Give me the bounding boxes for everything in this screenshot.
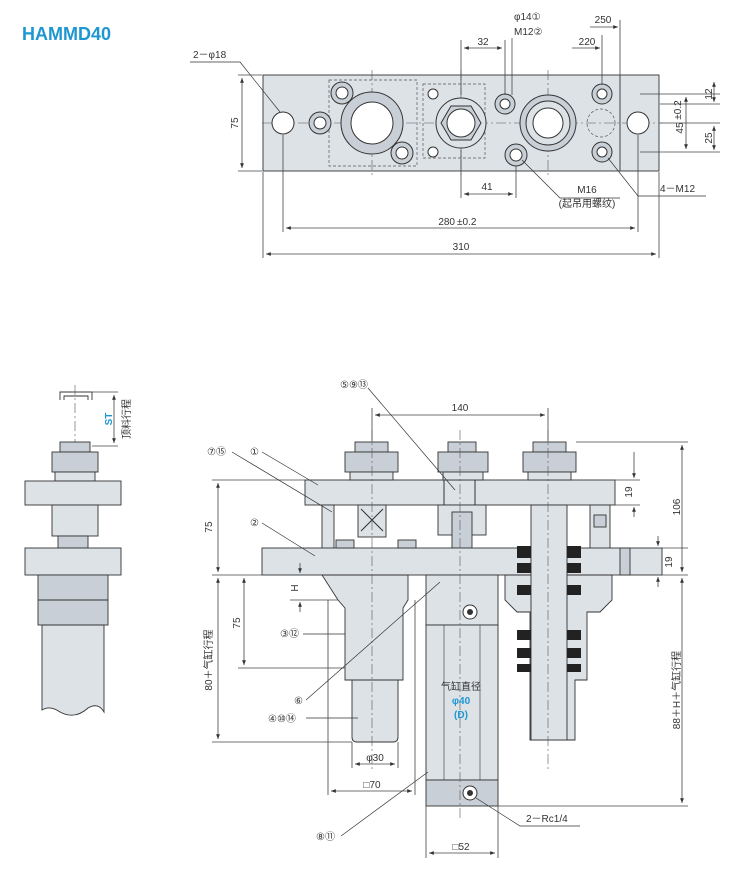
mount-hole-left bbox=[271, 111, 295, 135]
callout-6: ⑥ bbox=[294, 696, 303, 707]
dim-250: 250 bbox=[595, 15, 612, 26]
label-lift-thread: M16 bbox=[577, 185, 597, 196]
label-port-a: φ14① bbox=[514, 12, 541, 23]
callout-7-15: ⑦⑮ bbox=[207, 446, 226, 458]
cylinder-code: (D) bbox=[454, 710, 468, 721]
dim-hole-pitch: 280 bbox=[438, 217, 455, 228]
dim-75-a: 75 bbox=[204, 521, 215, 533]
dim-total-width: 310 bbox=[453, 242, 470, 253]
dim-19-top: 19 bbox=[624, 486, 635, 498]
callout-8-11: ⑧⑪ bbox=[316, 831, 335, 843]
model-title: HAMMD40 bbox=[22, 24, 112, 44]
label-st: ST bbox=[104, 413, 115, 426]
dim-220: 220 bbox=[579, 37, 596, 48]
mount-hole-right bbox=[626, 111, 650, 135]
dim-top-height: 75 bbox=[230, 117, 241, 129]
cylinder-bore: φ40 bbox=[452, 696, 471, 707]
dim-h: H bbox=[290, 584, 301, 591]
label-holes: 2－φ18 bbox=[193, 50, 227, 61]
cylinder-label: 气缸直径 bbox=[441, 680, 481, 693]
label-lift-note: (起吊用螺纹) bbox=[559, 197, 616, 210]
dim-19-bot: 19 bbox=[664, 556, 675, 568]
label-st-note: 顶料行程 bbox=[120, 399, 133, 439]
label-rc: 2－Rc1/4 bbox=[526, 814, 568, 825]
top-view: 75 280 ±0.2 310 2－φ18 32 φ14① M12② 220 2… bbox=[190, 12, 720, 258]
dim-45: 45 bbox=[675, 122, 686, 134]
dim-32: 32 bbox=[477, 37, 489, 48]
callout-5-9-13: ⑤⑨⑬ bbox=[340, 379, 368, 391]
callout-3-12: ③⑫ bbox=[280, 628, 299, 640]
front-mid-plate bbox=[261, 547, 663, 576]
dim-140: 140 bbox=[452, 403, 469, 414]
dim-sq52: □52 bbox=[452, 842, 470, 853]
callout-2: ② bbox=[250, 518, 259, 529]
dim-25: 25 bbox=[704, 132, 715, 144]
dim-sq70: □70 bbox=[363, 780, 381, 791]
label-port-b: M12② bbox=[514, 27, 542, 38]
dim-75-b: 75 bbox=[232, 617, 243, 629]
cylinder-body bbox=[425, 624, 499, 781]
dim-12: 12 bbox=[704, 88, 715, 100]
dim-41: 41 bbox=[481, 182, 493, 193]
dim-106: 106 bbox=[672, 498, 683, 515]
side-view: ST 顶料行程 bbox=[24, 385, 133, 716]
callout-1: ① bbox=[250, 447, 259, 458]
dim-stroke-left: 80＋气缸行程 bbox=[202, 629, 215, 690]
callout-4-10-14: ④⑩⑭ bbox=[268, 713, 296, 725]
label-mount-holes: 4－M12 bbox=[660, 184, 695, 195]
dim-45-tol: ±0.2 bbox=[673, 100, 684, 120]
dim-hole-pitch-tol: ±0.2 bbox=[457, 217, 477, 228]
front-view: 140 19 106 19 88＋H＋气缸行程 75 H 75 80＋气缸行程 bbox=[202, 379, 688, 858]
dim-phi30: φ30 bbox=[366, 753, 384, 764]
dim-stroke-right: 88＋H＋气缸行程 bbox=[670, 651, 683, 729]
